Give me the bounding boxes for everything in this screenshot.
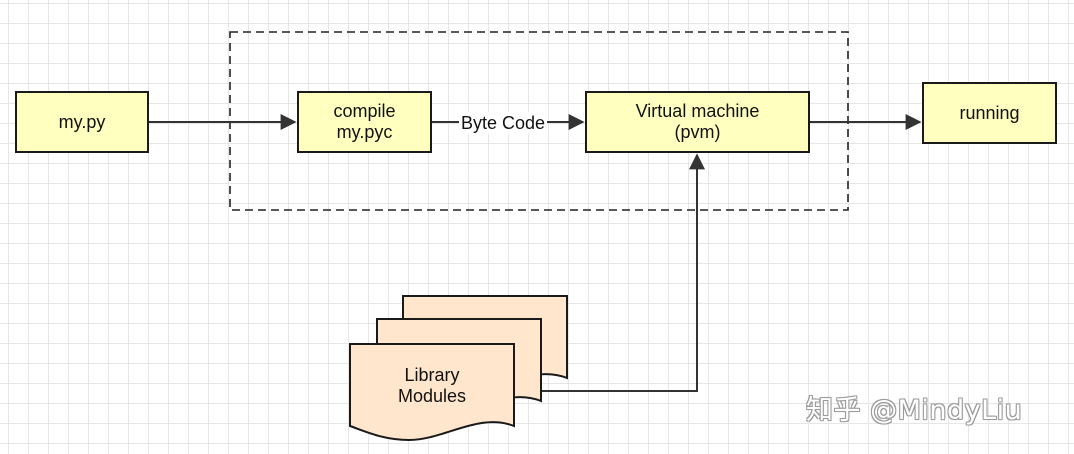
node-source-file: my.py (15, 91, 149, 153)
node-vm-line2: (pvm) (674, 122, 721, 142)
edge-library-to-vm (540, 153, 705, 392)
library-modules-stack (349, 295, 568, 442)
node-vm-line1: Virtual machine (635, 101, 760, 121)
document-sheet-front (349, 343, 515, 442)
node-compile-line2: my.pyc (336, 122, 393, 142)
node-running-label: running (959, 102, 1020, 123)
library-label-line1: Library (404, 365, 460, 385)
node-compile: compile my.pyc (297, 91, 432, 153)
library-modules-label: Library Modules (350, 365, 514, 407)
edge-label-byte-code: Byte Code (459, 112, 548, 134)
node-compile-line1: compile (333, 101, 396, 121)
node-running: running (922, 82, 1057, 144)
node-source-label: my.py (58, 111, 106, 132)
node-virtual-machine: Virtual machine (pvm) (585, 91, 810, 153)
watermark-text: 知乎 @MindyLiu (806, 395, 1023, 426)
library-label-line2: Modules (397, 386, 467, 406)
